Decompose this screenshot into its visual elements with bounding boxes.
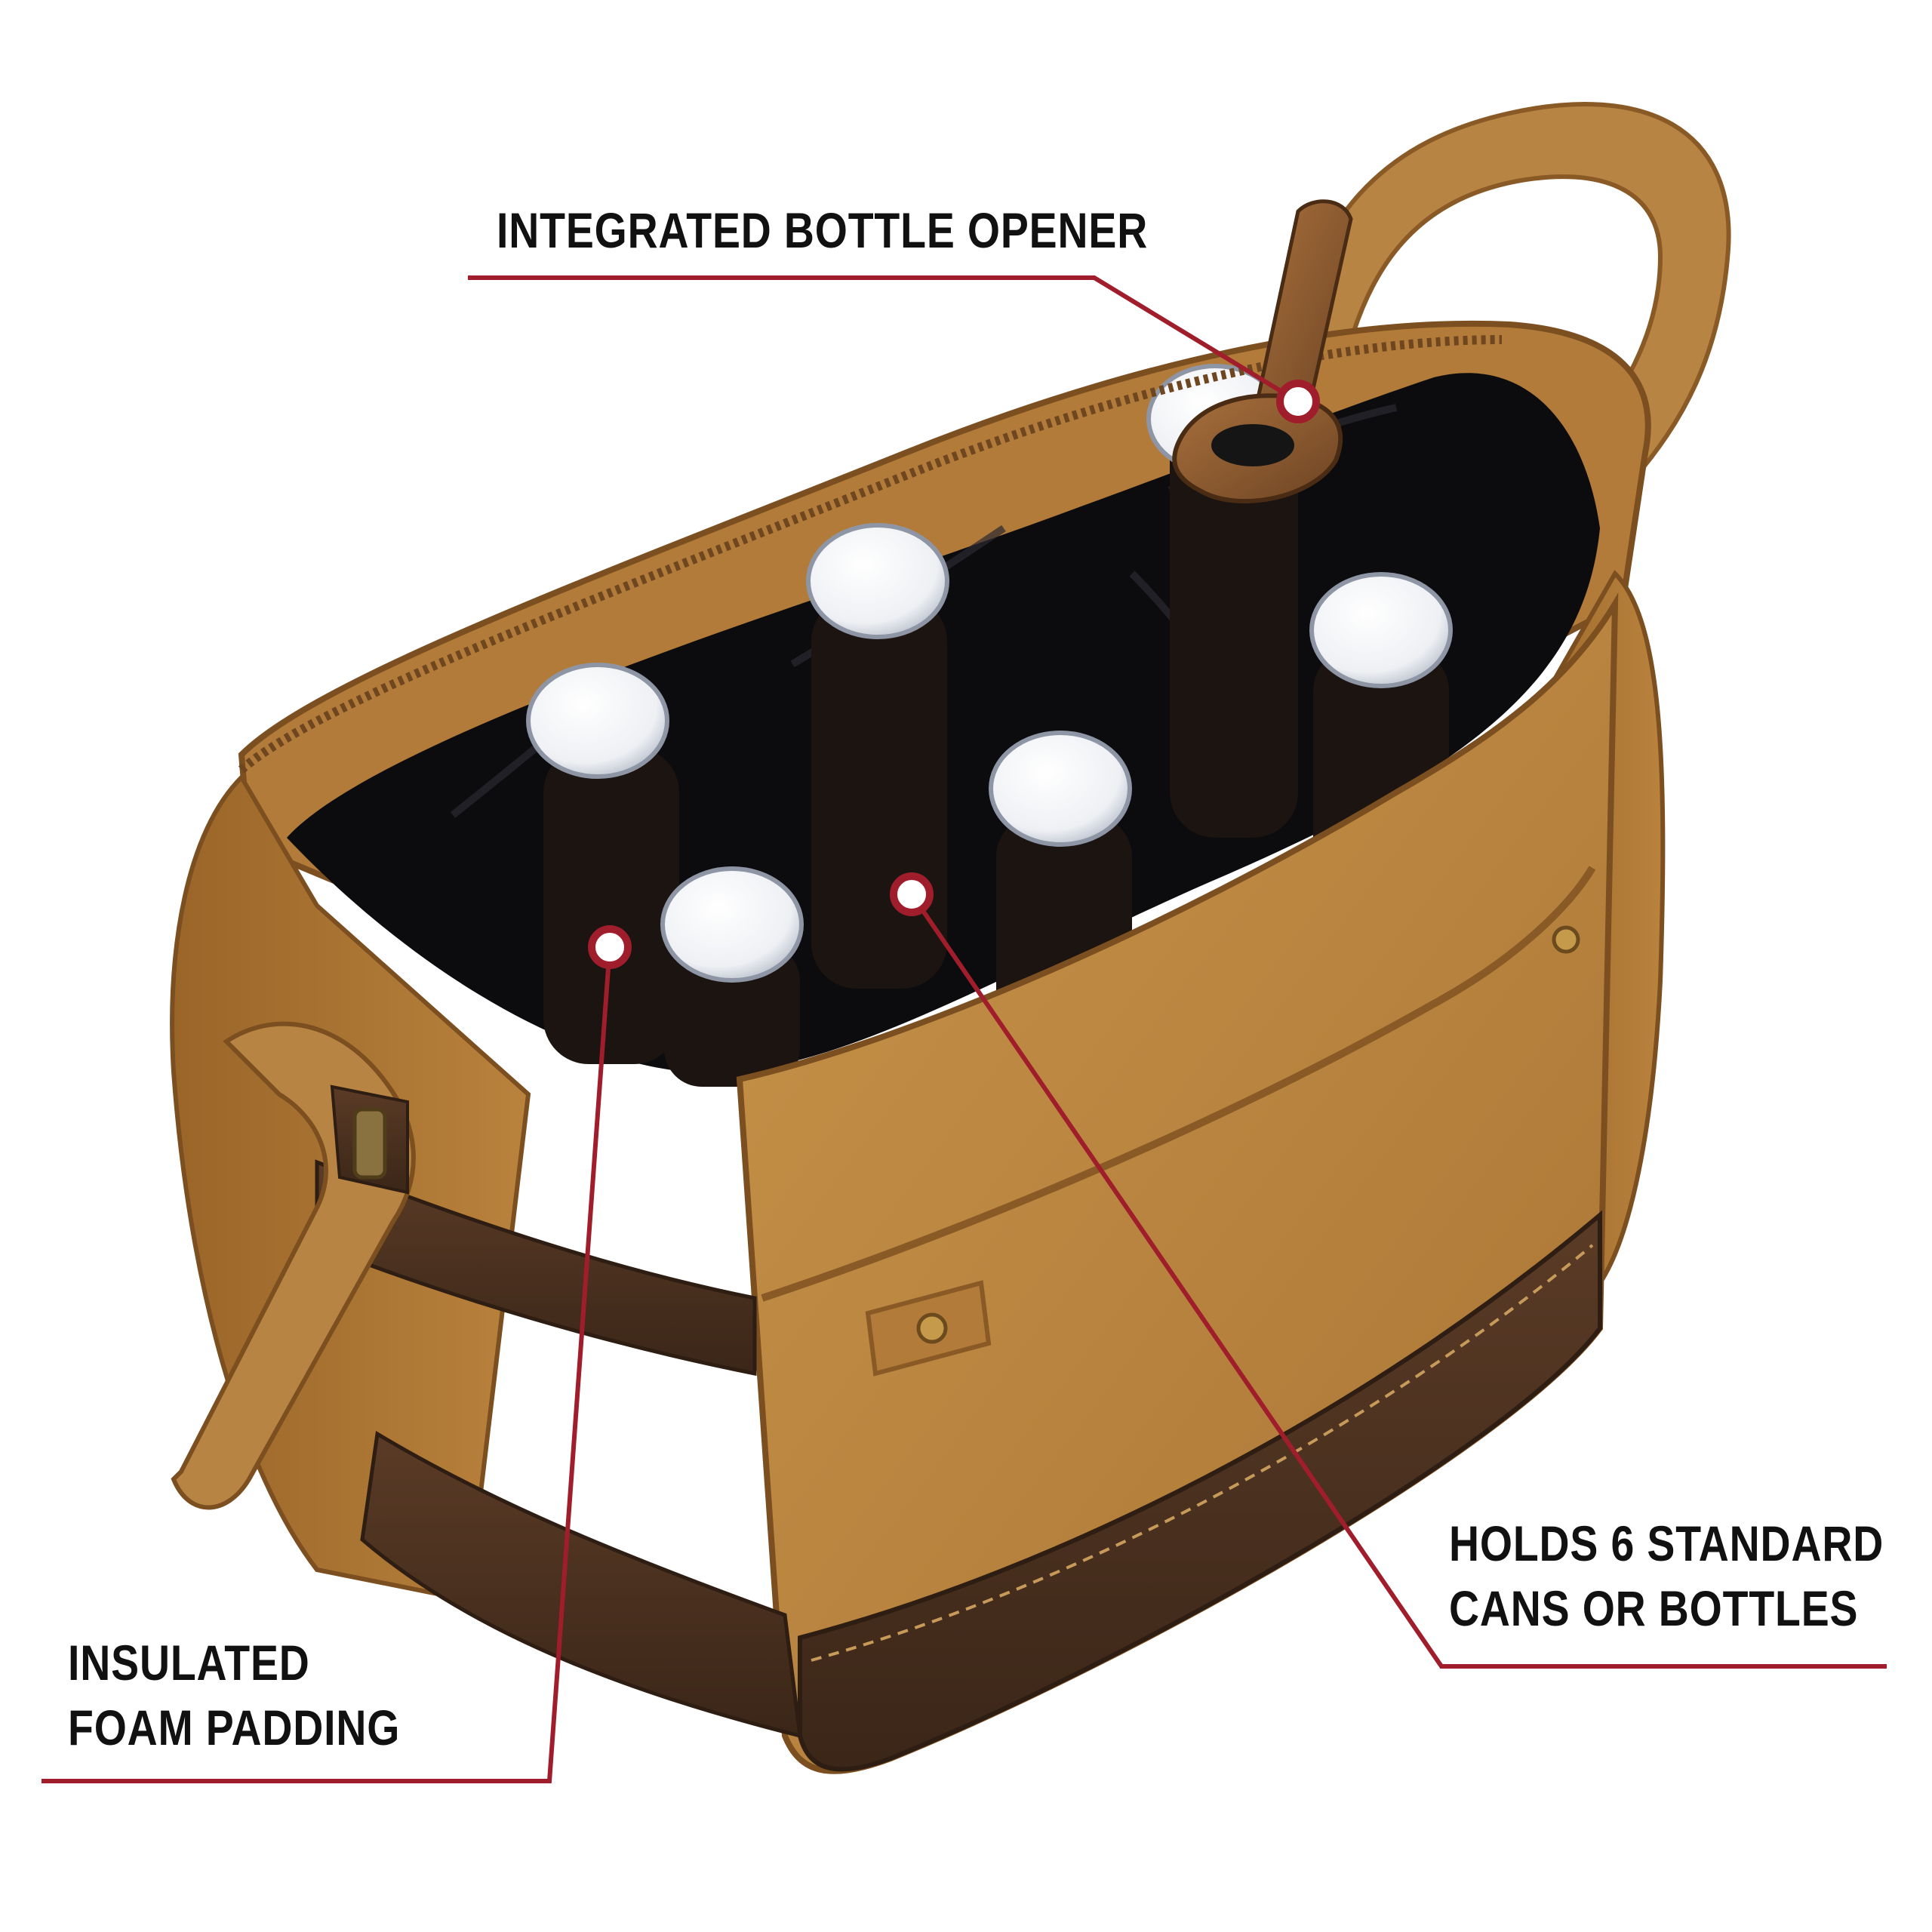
- leader-holds: [909, 893, 1887, 1669]
- callout-foam-line2: FOAM PADDING: [68, 1700, 401, 1755]
- snap-button-front: [916, 1312, 948, 1344]
- front-pocket-seam: [761, 866, 1596, 1302]
- marker-holds: [890, 872, 934, 916]
- leader-foam: [42, 946, 612, 1783]
- strap-buckle: [352, 1107, 387, 1180]
- callout-holds-label: HOLDS 6 STANDARD CANS OR BOTTLES: [1449, 1511, 1884, 1641]
- callout-opener-text: INTEGRATED BOTTLE OPENER: [497, 202, 1149, 258]
- callout-holds-line2: CANS OR BOTTLES: [1449, 1580, 1859, 1636]
- callout-markers: [588, 380, 1320, 969]
- callout-foam-line1: INSULATED: [68, 1635, 310, 1690]
- leather-band-side: [315, 1159, 757, 1377]
- callout-opener-label: INTEGRATED BOTTLE OPENER: [497, 198, 1148, 263]
- leather-stitch: [811, 1244, 1594, 1662]
- bottle-4: [660, 866, 804, 1087]
- leather-base-side: [360, 1430, 802, 1739]
- callout-leaders: [42, 275, 1887, 1783]
- snap-button-side: [1552, 925, 1580, 954]
- marker-foam: [588, 925, 632, 969]
- callout-foam-label: INSULATED FOAM PADDING: [68, 1630, 400, 1760]
- callout-holds-line1: HOLDS 6 STANDARD: [1449, 1515, 1884, 1571]
- leather-base-front: [798, 1210, 1602, 1772]
- leader-opener: [468, 275, 1300, 404]
- marker-opener: [1276, 380, 1320, 423]
- bottle-1: [526, 663, 679, 1064]
